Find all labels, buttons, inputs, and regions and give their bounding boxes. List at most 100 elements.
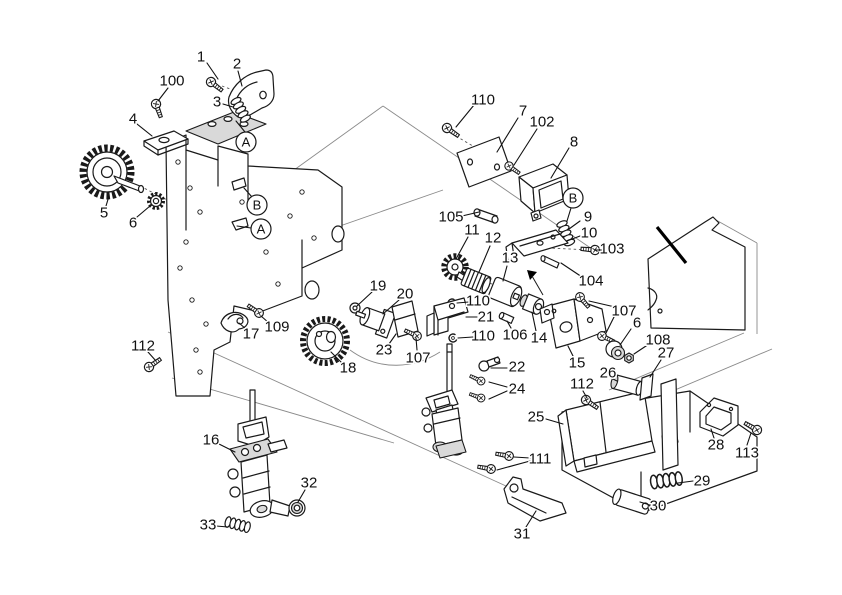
callout-letter-A-0: A	[242, 135, 251, 150]
leader-line-7	[496, 117, 519, 153]
part-14-bushing-roller	[519, 293, 545, 315]
part-31-bracket	[503, 476, 567, 522]
part-label-103-14: 103	[599, 241, 624, 258]
part-label-102-9: 102	[529, 114, 554, 131]
leader-line-24	[488, 381, 508, 388]
part-102-screw	[502, 159, 523, 178]
part-label-16-39: 16	[203, 432, 220, 449]
leader-line-3	[222, 103, 234, 108]
leader-line-107	[605, 314, 616, 334]
part-center-shaft-assembly	[421, 343, 467, 459]
callout-letter-B-1: B	[253, 198, 262, 213]
part-label-105-11: 105	[438, 209, 463, 226]
callout-leader-B	[243, 187, 253, 198]
leader-line-107	[588, 300, 616, 308]
part-label-21-22: 21	[478, 309, 495, 326]
leader-line-25	[545, 418, 564, 425]
part-label-110-23: 110	[471, 328, 495, 345]
callout-leader-A	[236, 225, 252, 229]
leader-line-102	[513, 128, 538, 166]
leader-line-11	[455, 236, 469, 260]
part-label-14-19: 14	[531, 330, 548, 347]
leader-line-23	[388, 333, 397, 345]
leader-line-6	[619, 328, 632, 346]
part-7-plate	[456, 136, 512, 188]
part-label-11-16: 11	[464, 222, 480, 239]
leader-line-19	[356, 291, 373, 307]
callout-circle-A-2	[250, 218, 272, 240]
part-33-spring	[223, 515, 252, 534]
part-label-7-8: 7	[519, 103, 527, 120]
part-111-screw-upper	[494, 448, 515, 462]
callout-circle-B-1	[246, 194, 268, 216]
leader-line-107	[415, 337, 418, 351]
part-20-motor	[355, 307, 397, 339]
part-8-bracket	[518, 163, 570, 222]
part-label-107-37: 107	[611, 303, 636, 320]
part-label-25-31: 25	[528, 409, 545, 426]
part-13-roller	[488, 276, 523, 308]
leader-line-109	[260, 315, 270, 324]
part-right-plate	[647, 216, 746, 331]
leader-line-104	[560, 262, 583, 278]
part-label-29-48: 29	[694, 473, 711, 490]
part-label-13-18: 13	[502, 250, 519, 267]
leader-line-106	[506, 320, 512, 329]
part-label-26-33: 26	[600, 365, 617, 382]
leader-line-2	[237, 70, 243, 87]
leader-line-30	[639, 501, 651, 506]
callout-leader-A	[235, 120, 246, 133]
part-105-pin	[473, 208, 499, 224]
part-label-32-40: 32	[301, 475, 318, 492]
leader-line-27	[649, 359, 662, 378]
part-label-100-3: 100	[159, 73, 184, 90]
leader-line-100	[157, 87, 169, 102]
leader-line-5	[105, 195, 110, 207]
leader-line-29	[677, 480, 694, 484]
part-label-20-25: 20	[397, 286, 414, 303]
part-104-pin	[540, 255, 560, 269]
part-111-screw-lower	[476, 461, 497, 475]
part-label-108-35: 108	[645, 332, 670, 349]
leader-line-32	[297, 489, 306, 503]
leader-line-17	[238, 322, 247, 330]
callout-circle-B-3	[562, 187, 584, 209]
callout-letter-A-2: A	[257, 222, 266, 237]
leader-line-20	[382, 299, 400, 315]
part-18-gear	[300, 316, 350, 366]
part-10-bracket	[505, 229, 569, 262]
part-1-screw	[203, 74, 226, 95]
part-6-roller	[147, 192, 165, 210]
leader-line-10	[566, 235, 581, 242]
part-6-bushing-right	[605, 340, 626, 361]
part-label-2-1: 2	[233, 56, 241, 73]
part-label-9-12: 9	[584, 209, 592, 226]
part-23-bracket	[391, 300, 419, 338]
leader-line-16	[218, 443, 236, 453]
part-label-4-4: 4	[129, 111, 137, 128]
part-16-assembly	[227, 389, 291, 518]
part-106-pin	[498, 311, 515, 324]
part-label-110-7: 110	[471, 92, 495, 109]
part-label-17-42: 17	[243, 326, 260, 343]
part-30-roller	[612, 488, 652, 515]
leader-line-9	[568, 220, 581, 230]
leader-line-33	[215, 525, 229, 528]
leader-line-14	[531, 311, 537, 332]
leader-lines	[105, 62, 752, 528]
part-label-110-21: 110	[466, 293, 490, 310]
part-label-24-29: 24	[509, 381, 526, 398]
part-label-23-26: 23	[376, 342, 393, 359]
part-110-ering-lower	[447, 332, 458, 344]
part-label-107-27: 107	[405, 350, 430, 367]
callout-leader-B	[566, 207, 572, 222]
leader-line-8	[550, 147, 570, 179]
callout-letter-B-3: B	[569, 191, 578, 206]
part-108-nut	[624, 352, 634, 364]
leader-line-113	[746, 432, 752, 446]
part-5-gear	[79, 144, 145, 200]
leader-line-1	[206, 62, 219, 80]
callout-circle-A-0	[235, 131, 257, 153]
leader-line-112	[147, 351, 157, 362]
